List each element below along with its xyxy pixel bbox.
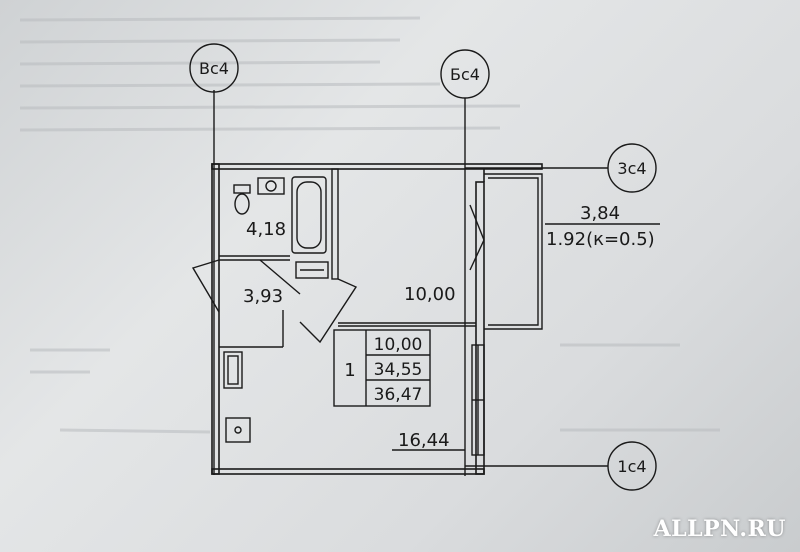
axis-label-vc4: Вс4 bbox=[199, 59, 229, 78]
table-total-area: 34,55 bbox=[374, 360, 423, 380]
shoe-cabinet bbox=[223, 351, 243, 389]
outer-walls bbox=[211, 163, 543, 475]
balcony-reduced-area: 1.92(к=0.5) bbox=[546, 229, 655, 250]
entrance-door bbox=[191, 259, 220, 313]
kitchen-door bbox=[299, 278, 358, 344]
washing-machine bbox=[295, 261, 329, 279]
bathroom-sink bbox=[257, 177, 285, 195]
window-living bbox=[471, 344, 485, 456]
room-area-kitchen: 10,00 bbox=[404, 284, 456, 305]
axis-label-bc4: Бс4 bbox=[450, 65, 480, 84]
axis-marker-bc4 bbox=[440, 49, 490, 99]
axis-label-oc4: 1с4 bbox=[617, 457, 646, 476]
apartment-table-grid bbox=[333, 329, 431, 407]
balcony-door bbox=[469, 204, 485, 271]
axis-marker-vc4 bbox=[189, 43, 239, 93]
balcony-area: 3,84 bbox=[580, 203, 620, 224]
partitions bbox=[219, 168, 476, 348]
kitchen-sink bbox=[225, 417, 251, 443]
axis-marker-zc4 bbox=[607, 143, 657, 193]
table-living-area: 10,00 bbox=[374, 335, 423, 355]
axis-label-zc4: 3с4 bbox=[617, 159, 646, 178]
bathroom-door bbox=[259, 259, 301, 295]
table-rooms-count: 1 bbox=[344, 360, 355, 381]
room-area-bathroom: 4,18 bbox=[246, 219, 286, 240]
toilet bbox=[233, 184, 251, 215]
watermark: ALLPN.RU bbox=[653, 516, 786, 542]
background-faint-text bbox=[19, 16, 720, 434]
bathtub bbox=[291, 176, 327, 254]
room-area-living: 16,44 bbox=[398, 430, 450, 451]
balcony-outline bbox=[484, 173, 543, 330]
table-total-with-balcony: 36,47 bbox=[374, 385, 423, 405]
axis-marker-oc4 bbox=[607, 441, 657, 491]
room-area-hallway: 3,93 bbox=[243, 286, 283, 307]
